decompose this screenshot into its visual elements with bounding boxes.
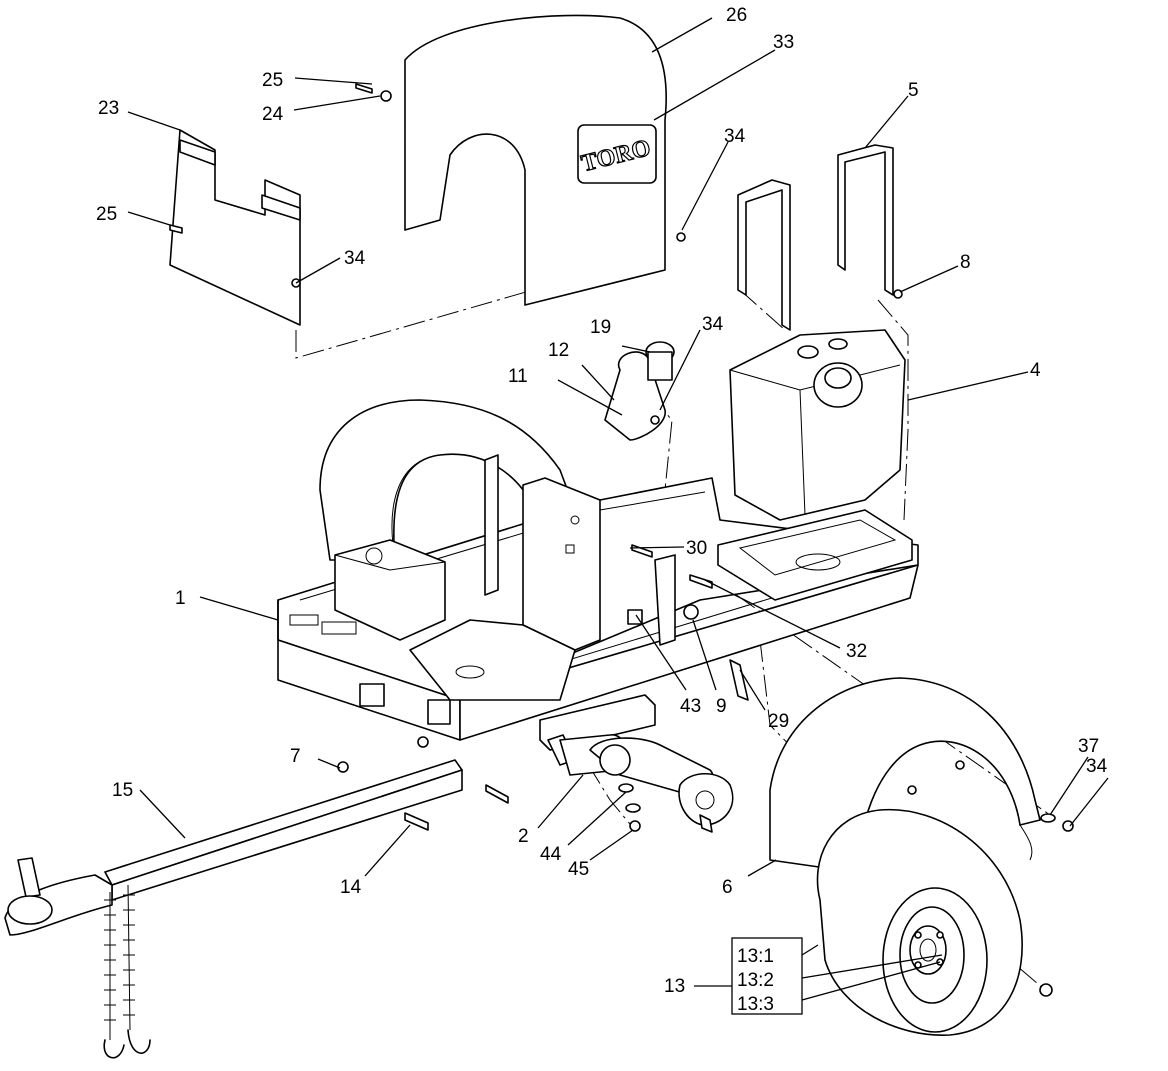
callout-labels: 26 33 25 24 23 25 34 34 5 8 4 19 12 11 3…: [96, 5, 1108, 1015]
engine-mount: [334, 454, 499, 641]
callout-4: 4: [1030, 360, 1041, 381]
callout-43: 43: [680, 696, 701, 717]
callout-34-screen: 34: [344, 248, 366, 269]
grille-guard: TORO: [404, 14, 667, 306]
callout-45: 45: [568, 859, 589, 880]
callout-9: 9: [716, 696, 727, 717]
callout-24: 24: [262, 104, 284, 125]
callout-25-left: 25: [96, 204, 117, 225]
filter-holder: [604, 341, 675, 441]
leader-lines: [127, 17, 1109, 1001]
safety-chains: [103, 884, 151, 1059]
axle-assembly: [539, 694, 734, 833]
callout-1: 1: [175, 588, 186, 609]
callout-33: 33: [773, 32, 794, 53]
callout-11: 11: [508, 366, 528, 387]
callout-12: 12: [548, 340, 569, 361]
callout-19: 19: [590, 317, 611, 338]
callout-30: 30: [686, 538, 707, 559]
callout-29: 29: [768, 711, 789, 732]
callout-34-wheel: 34: [1086, 756, 1108, 777]
callout-14: 14: [340, 877, 362, 898]
callout-2: 2: [518, 826, 529, 847]
callout-13: 13: [664, 976, 685, 997]
fuel-tank: [729, 329, 906, 521]
tow-tongue: [4, 759, 463, 936]
callout-15: 15: [112, 780, 133, 801]
toro-logo-plate: [577, 124, 657, 184]
callout-13-bracket: [694, 937, 803, 1015]
callout-34-filter: 34: [702, 314, 724, 335]
callout-26: 26: [726, 5, 747, 26]
callout-34-guard: 34: [724, 126, 746, 147]
side-screen: [169, 129, 301, 326]
callout-13-3: 13:3: [737, 994, 774, 1015]
callout-44: 44: [540, 844, 562, 865]
callout-25-top: 25: [262, 70, 283, 91]
callout-23: 23: [98, 98, 119, 119]
callout-7: 7: [290, 746, 301, 767]
callout-37: 37: [1078, 736, 1099, 757]
callout-13-2: 13:2: [737, 970, 774, 991]
tank-tray: [717, 509, 913, 601]
callout-32: 32: [846, 641, 867, 662]
callout-6: 6: [722, 877, 733, 898]
hardware: [169, 83, 1074, 997]
tank-straps: [737, 144, 894, 331]
callout-13-1: 13:1: [737, 946, 774, 967]
callout-8: 8: [960, 252, 971, 273]
callout-5: 5: [908, 80, 919, 101]
upright-plate: [409, 477, 601, 701]
front-wheel: [816, 808, 1023, 1036]
